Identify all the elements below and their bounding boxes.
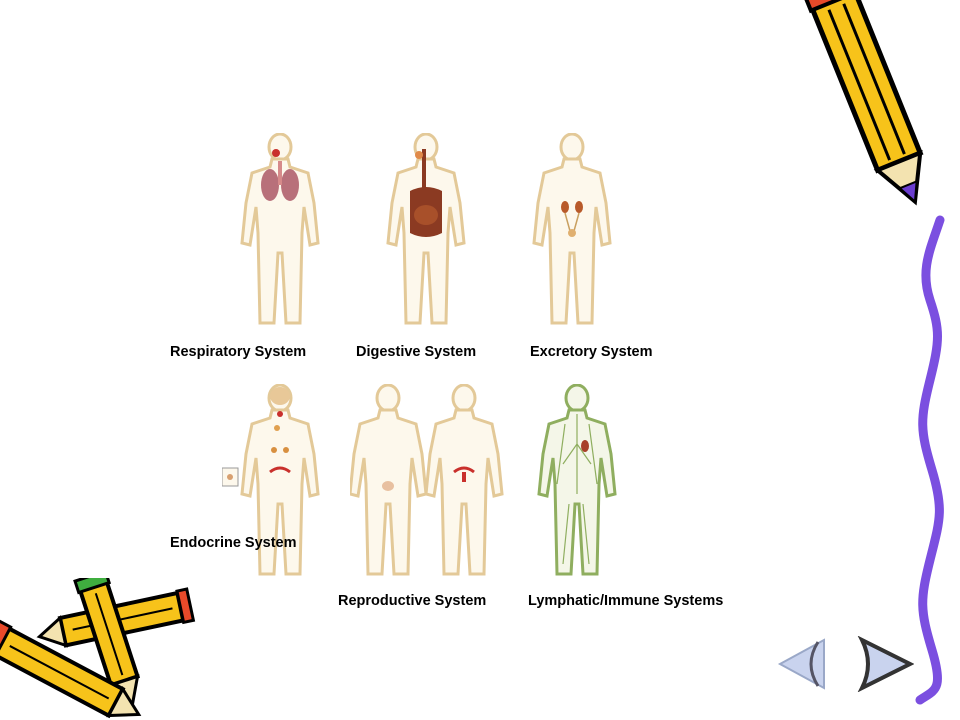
crossed-pencils-decoration: [0, 578, 196, 719]
excretory-figure: [532, 133, 612, 325]
chevron-left-icon: [777, 638, 825, 690]
endocrine-system-label: Endocrine System: [170, 535, 297, 551]
prev-slide-button[interactable]: [776, 636, 832, 692]
chevron-right-icon: [857, 636, 914, 692]
excretory-system-label: Excretory System: [530, 344, 653, 360]
lymphatic-immune-systems-label: Lymphatic/Immune Systems: [528, 593, 724, 609]
respiratory-figure: [240, 133, 320, 325]
lymphatic-figure: [537, 384, 617, 576]
pencil-border-decoration: [800, 0, 945, 705]
digestive-system-label: Digestive System: [356, 344, 477, 360]
reproductive-figure: [350, 384, 504, 576]
endocrine-figure: [222, 384, 320, 576]
reproductive-system-label: Reproductive System: [338, 593, 487, 609]
next-slide-button[interactable]: [852, 636, 914, 692]
digestive-figure: [386, 133, 466, 325]
respiratory-system-label: Respiratory System: [170, 344, 307, 360]
